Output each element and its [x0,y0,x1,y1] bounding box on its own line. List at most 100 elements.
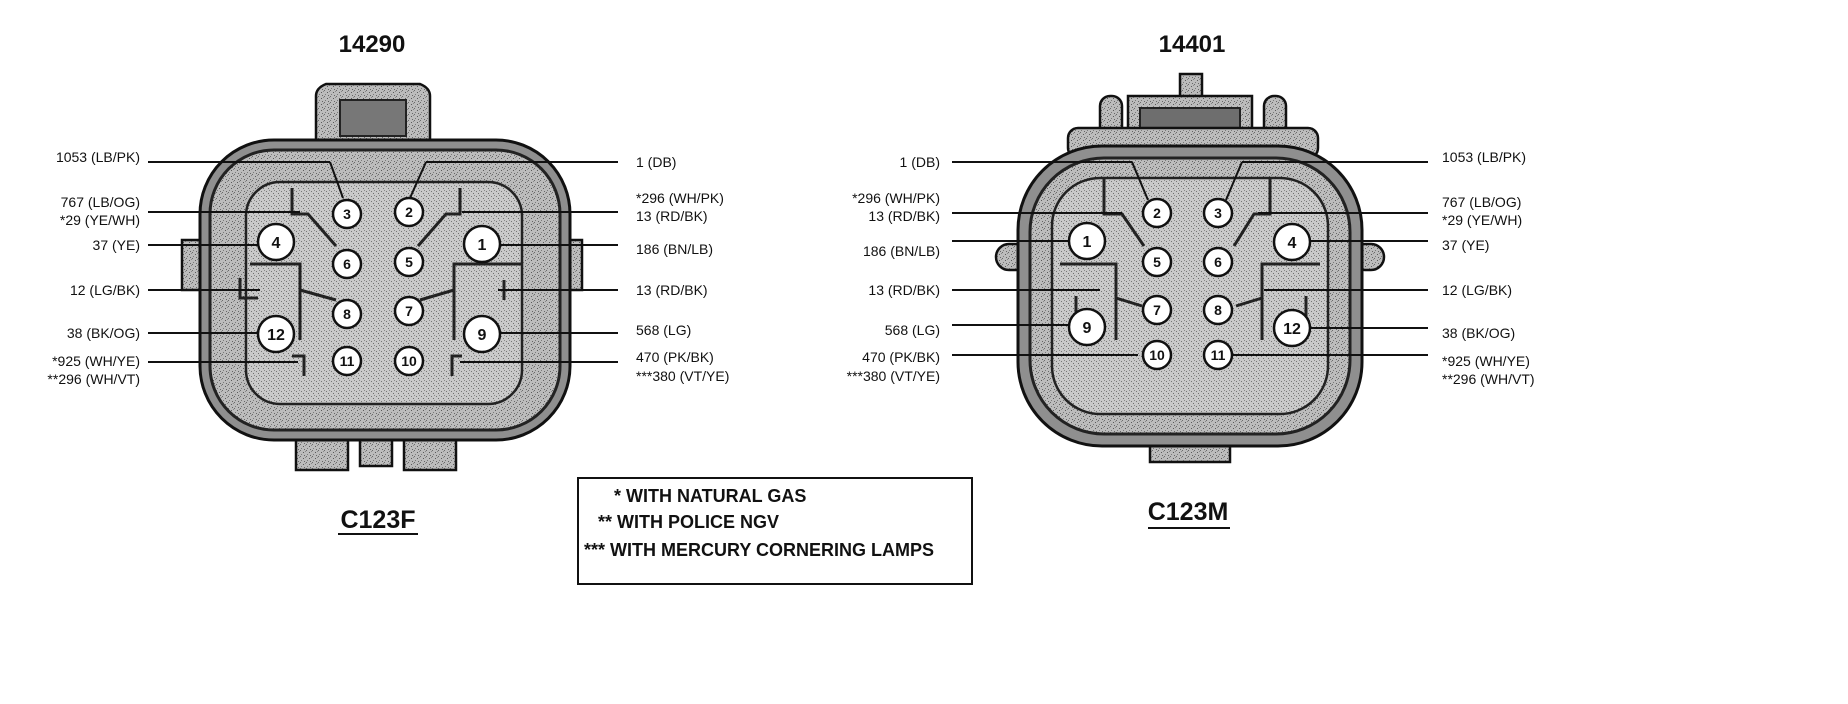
pin-number-label: 11 [340,353,355,369]
pin-1 [1067,221,1107,261]
wire-label: 38 (BK/OG) [1442,325,1515,341]
left-wire-labels: 1 (DB) *296 (WH/PK) 13 (RD/BK) 186 (BN/L… [847,154,940,384]
connector-part-number: 14401 [1159,31,1226,58]
pin-6 [331,248,363,280]
pin-number-label: 7 [1153,302,1161,318]
wire-label: 1053 (LB/PK) [1442,149,1526,165]
wire-label: **296 (WH/VT) [47,371,140,387]
pin-number-label: 11 [1211,347,1226,363]
pin-number-label: 6 [1214,254,1222,270]
legend-line: *** WITH MERCURY CORNERING LAMPS [584,540,934,560]
connector-name: C123M [1148,498,1229,526]
wire-label: **296 (WH/VT) [1442,371,1535,387]
pin-number-label: 9 [1083,320,1092,337]
pin-number-label: 3 [343,206,351,222]
wire-label: ***380 (VT/YE) [636,368,729,384]
wire-label: 1053 (LB/PK) [56,149,140,165]
pin-8 [1202,294,1234,326]
wire-label: 13 (RD/BK) [868,282,940,298]
pin-2 [1141,197,1173,229]
pin-7 [393,295,425,327]
wire-label: *925 (WH/YE) [52,353,140,369]
pin-11 [1202,339,1234,371]
pin-9 [462,314,502,354]
pin-number-label: 7 [405,303,413,319]
wire-label: *296 (WH/PK) [852,190,940,206]
pin-number-label: 5 [1153,254,1161,270]
connector-part-number: 14290 [339,31,406,58]
legend-line: ** WITH POLICE NGV [598,512,779,532]
pin-number-label: 9 [478,327,487,344]
pin-number-label: 12 [1283,321,1301,338]
leader-lines [148,161,618,363]
wire-label: 186 (BN/LB) [863,243,940,259]
wire-label: 37 (YE) [93,237,140,253]
pin-12 [256,314,296,354]
wire-label: *296 (WH/PK) [636,190,724,206]
connector-c123m: 14401 [847,31,1535,529]
pin-number-label: 10 [401,353,417,369]
connector-c123f: 14290 [47,31,729,535]
wire-label: 12 (LG/BK) [70,282,140,298]
pin-number-label: 5 [405,254,413,270]
pin-number-label: 8 [343,306,351,322]
pin-9 [1067,307,1107,347]
wire-label: 1 (DB) [900,154,940,170]
pin-number-label: 10 [1149,347,1165,363]
pin-11 [331,345,363,377]
wire-label: 470 (PK/BK) [636,349,714,365]
wire-label: 470 (PK/BK) [862,349,940,365]
connector-name: C123F [340,506,415,534]
legend-box: * WITH NATURAL GAS ** WITH POLICE NGV **… [577,477,973,585]
pin-4 [1272,222,1312,262]
pin-number-label: 1 [478,237,487,254]
wire-label: 38 (BK/OG) [67,325,140,341]
pin-number-label: 3 [1214,205,1222,221]
pin-2 [393,196,425,228]
pin-number-label: 4 [272,235,281,252]
right-wire-labels: 1 (DB) *296 (WH/PK) 13 (RD/BK) 186 (BN/L… [636,154,729,384]
pin-7 [1141,294,1173,326]
legend-line: * WITH NATURAL GAS [614,486,806,506]
pin-number-label: 2 [1153,205,1161,221]
wire-label: 767 (LB/OG) [61,194,140,210]
pin-1 [462,224,502,264]
wire-label: 37 (YE) [1442,237,1489,253]
wire-label: ***380 (VT/YE) [847,368,940,384]
wire-label: 568 (LG) [885,322,940,338]
wire-label: 13 (RD/BK) [868,208,940,224]
pin-3 [1202,197,1234,229]
wire-label: 12 (LG/BK) [1442,282,1512,298]
pin-cavities: 3 2 4 6 5 1 8 7 12 9 11 10 [256,196,502,377]
pin-10 [393,345,425,377]
wire-label: 13 (RD/BK) [636,282,708,298]
right-wire-labels: 1053 (LB/PK) 767 (LB/OG) *29 (YE/WH) 37 … [1442,149,1535,387]
pin-6 [1202,246,1234,278]
pin-number-label: 2 [405,204,413,220]
wire-label: 1 (DB) [636,154,676,170]
pin-number-label: 4 [1288,235,1297,252]
pin-cavities: 2 3 1 5 6 4 7 8 9 12 10 11 [1067,197,1312,371]
leader-lines [952,161,1428,356]
pin-4 [256,222,296,262]
pin-number-label: 12 [267,327,285,344]
wire-label: *29 (YE/WH) [1442,212,1522,228]
pin-3 [331,198,363,230]
wire-label: *29 (YE/WH) [60,212,140,228]
pin-number-label: 6 [343,256,351,272]
wire-label: *925 (WH/YE) [1442,353,1530,369]
wire-label: 13 (RD/BK) [636,208,708,224]
wire-label: 568 (LG) [636,322,691,338]
connector-cavity [244,180,524,406]
pin-5 [393,246,425,278]
wire-label: 767 (LB/OG) [1442,194,1521,210]
wire-label: 186 (BN/LB) [636,241,713,257]
left-wire-labels: 1053 (LB/PK) 767 (LB/OG) *29 (YE/WH) 37 … [47,149,140,387]
pin-number-label: 8 [1214,302,1222,318]
pin-number-label: 1 [1083,234,1092,251]
pin-10 [1141,339,1173,371]
pin-5 [1141,246,1173,278]
pin-8 [331,298,363,330]
pin-12 [1272,308,1312,348]
